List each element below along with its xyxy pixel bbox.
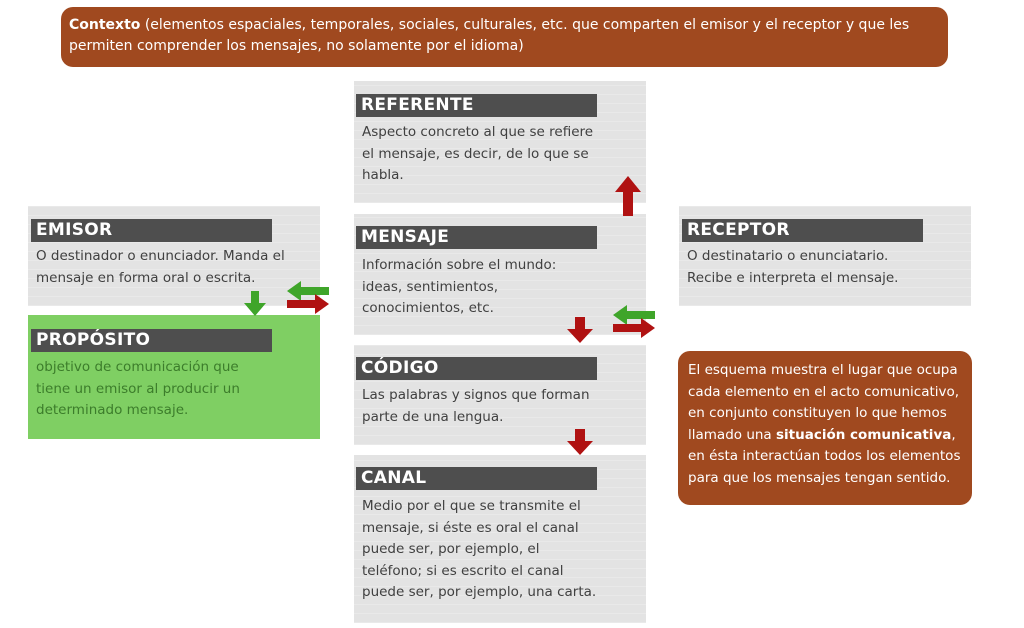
referente-title: REFERENTE [356, 94, 597, 117]
note-text-after: , en ésta interactúan todos los elemento… [688, 426, 961, 486]
canal-title: CANAL [356, 467, 597, 490]
arrow-down-emisor-to-proposito [244, 291, 266, 316]
receptor-title: RECEPTOR [682, 219, 923, 242]
mensaje-box: MENSAJE Información sobre el mundo: idea… [354, 214, 646, 335]
arrow-right-mensaje-to-receptor [613, 318, 655, 338]
canal-box: CANAL Medio por el que se transmite el m… [354, 455, 646, 623]
canal-text: Medio por el que se transmite el mensaje… [362, 498, 597, 600]
receptor-text: O destinatario o enunciatario. Recibe e … [687, 248, 899, 286]
receptor-box: RECEPTOR O destinatario o enunciatario. … [679, 206, 971, 306]
explanation-note: El esquema muestra el lugar que ocupa ca… [678, 351, 972, 505]
referente-box: REFERENTE Aspecto concreto al que se ref… [354, 81, 646, 203]
emisor-text: O destinador o enunciador. Manda el mens… [36, 248, 285, 286]
context-text: (elementos espaciales, temporales, socia… [69, 17, 910, 54]
note-text-before: El esquema muestra el lugar que ocupa ca… [688, 362, 960, 443]
arrow-right-emisor-to-mensaje [287, 294, 329, 314]
emisor-box: EMISOR O destinador o enunciador. Manda … [28, 206, 320, 306]
proposito-text: objetivo de comunicación que tiene un em… [36, 359, 240, 418]
mensaje-text: Información sobre el mundo: ideas, senti… [362, 257, 557, 316]
proposito-title: PROPÓSITO [31, 329, 272, 352]
arrow-left-mensaje-to-emisor [287, 281, 329, 301]
arrow-down-mensaje-to-codigo [567, 317, 593, 343]
context-label: Contexto [69, 17, 141, 33]
codigo-box: CÓDIGO Las palabras y signos que forman … [354, 345, 646, 445]
codigo-title: CÓDIGO [356, 357, 597, 380]
codigo-text: Las palabras y signos que forman parte d… [362, 387, 590, 425]
proposito-box: PROPÓSITO objetivo de comunicación que t… [28, 315, 320, 439]
arrow-down-codigo-to-canal [567, 429, 593, 455]
context-banner: Contexto (elementos espaciales, temporal… [61, 7, 948, 67]
emisor-title: EMISOR [31, 219, 272, 242]
referente-text: Aspecto concreto al que se refiere el me… [362, 124, 594, 183]
note-text-bold: situación comunicativa [776, 426, 952, 443]
mensaje-title: MENSAJE [356, 226, 597, 249]
arrow-up-mensaje-to-referente [615, 176, 641, 216]
arrow-left-receptor-to-mensaje [613, 305, 655, 325]
